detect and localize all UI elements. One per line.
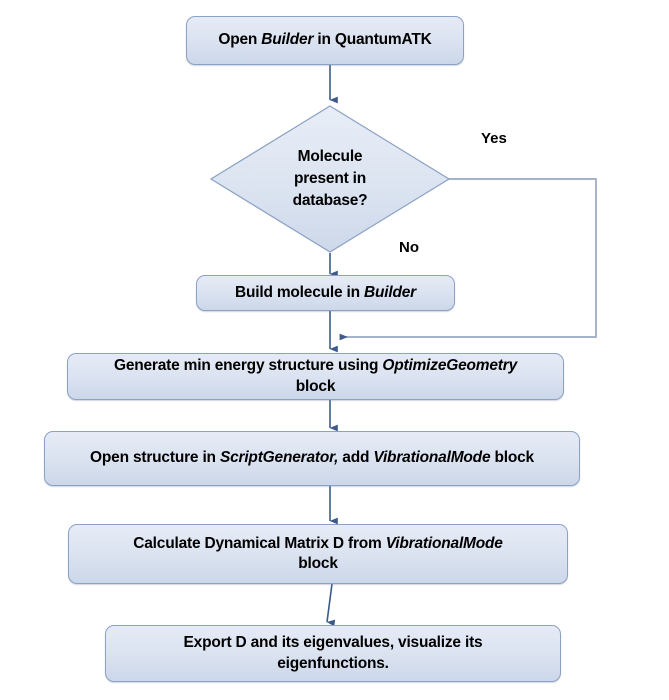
arrow-dynmatrix-to-export: [326, 583, 336, 627]
node-script-label: Open structure in ScriptGenerator, add V…: [90, 449, 534, 467]
node-export-eigenvalues[interactable]: Export D and its eigenvalues, visualize …: [105, 625, 561, 682]
node-open-builder[interactable]: Open Builder in QuantumATK: [186, 16, 464, 65]
node-optimize-label: Generate min energy structure using Opti…: [113, 357, 518, 395]
node-build-molecule[interactable]: Build molecule in Builder: [196, 275, 455, 311]
node-open-in-scriptgenerator[interactable]: Open structure in ScriptGenerator, add V…: [44, 431, 580, 486]
node-open-builder-label: Open Builder in QuantumATK: [218, 31, 432, 49]
arrow-decision-yes-bypass: [339, 178, 597, 341]
node-decision-molecule-in-database[interactable]: Molecule present in database?: [210, 105, 450, 253]
diamond-shape: [210, 105, 450, 253]
branch-label-yes: Yes: [481, 130, 507, 147]
node-dynmatrix-label: Calculate Dynamical Matrix D from Vibrat…: [133, 534, 503, 572]
branch-label-no: No: [399, 239, 419, 256]
node-generate-min-energy-structure[interactable]: Generate min energy structure using Opti…: [67, 353, 564, 400]
node-calculate-dynamical-matrix[interactable]: Calculate Dynamical Matrix D from Vibrat…: [68, 524, 568, 584]
node-build-molecule-label: Build molecule in Builder: [234, 283, 417, 301]
node-export-label: Export D and its eigenvalues, visualize …: [183, 634, 483, 672]
